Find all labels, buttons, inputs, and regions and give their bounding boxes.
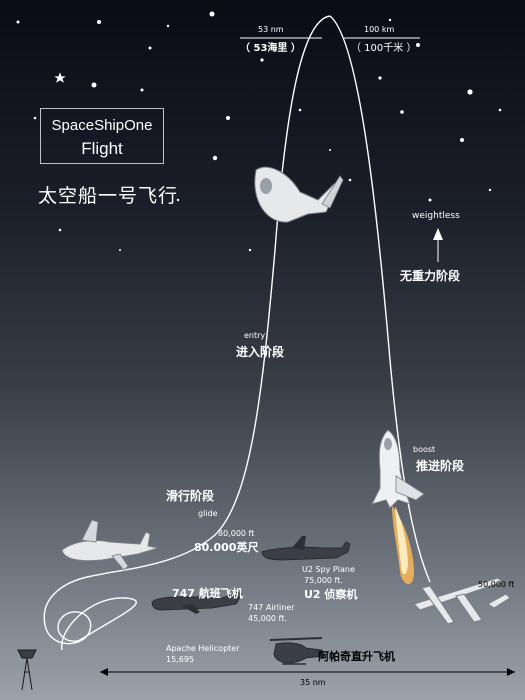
weightless-arrow (433, 228, 443, 262)
stars (16, 11, 502, 252)
apogee-left-cn: （ 53海里 ） (240, 43, 301, 54)
apache-label-cn: 阿帕奇直升飞机 (318, 650, 395, 663)
u2-label-en1: U2 Spy Plane (302, 565, 355, 574)
altitude-50k: 50,000 ft (478, 580, 515, 589)
spaceship-glide-icon (61, 519, 159, 571)
distance-arrow (100, 668, 515, 676)
spaceship-boost-icon (371, 429, 425, 509)
apache-helicopter-icon (269, 637, 325, 665)
phase-glide-cn: 滑行阶段 (166, 489, 215, 503)
title-en-line1: SpaceShipOne (51, 117, 153, 134)
u2-plane-icon (261, 536, 351, 561)
altitude-80k-en: 80,000 ft (218, 529, 255, 538)
phase-entry-en: entry (244, 331, 266, 340)
trajectory-ascent (329, 15, 431, 583)
phase-boost-en: boost (413, 445, 436, 454)
title-box: SpaceShipOne Flight (40, 108, 164, 164)
phase-entry-cn: 进入阶段 (236, 345, 285, 359)
u2-label-cn: U2 侦察机 (304, 588, 358, 601)
control-tower-icon (17, 649, 37, 691)
title-cn: 太空船一号飞行 (38, 185, 179, 207)
white-knight-carrier-icon (413, 577, 511, 625)
phase-boost-cn: 推进阶段 (416, 459, 465, 473)
apache-label-en1: Apache Helicopter (166, 644, 240, 653)
apogee-right-en: 100 km (364, 25, 395, 34)
rocket-plume-core (395, 506, 408, 575)
apogee-left-en: 53 nm (258, 25, 284, 34)
phase-glide-en: glide (198, 509, 218, 518)
apogee-right-cn: （ 100千米 ） (351, 43, 417, 54)
altitude-80k-cn: 80.000英尺 (194, 541, 259, 554)
b747-label-en1: 747 Airliner (248, 603, 295, 612)
apache-label-en2: 15,695 (166, 655, 194, 664)
title-en-line2: Flight (81, 139, 123, 158)
trajectory (43, 15, 431, 651)
phase-weightless-en: weightless (412, 211, 460, 221)
glide-spiral (43, 575, 137, 651)
b747-label-en2: 45,000 ft. (248, 614, 287, 623)
star (54, 72, 66, 83)
spaceship-weightless-icon (254, 166, 344, 223)
airliner-747-icon (151, 591, 243, 614)
distance-label: 35 nm (300, 678, 326, 687)
b747-label-cn: 747 航班飞机 (172, 587, 243, 600)
u2-label-en2: 75,000 ft. (304, 576, 343, 585)
trajectory-descent (91, 15, 331, 577)
phase-weightless-cn: 无重力阶段 (400, 269, 461, 283)
